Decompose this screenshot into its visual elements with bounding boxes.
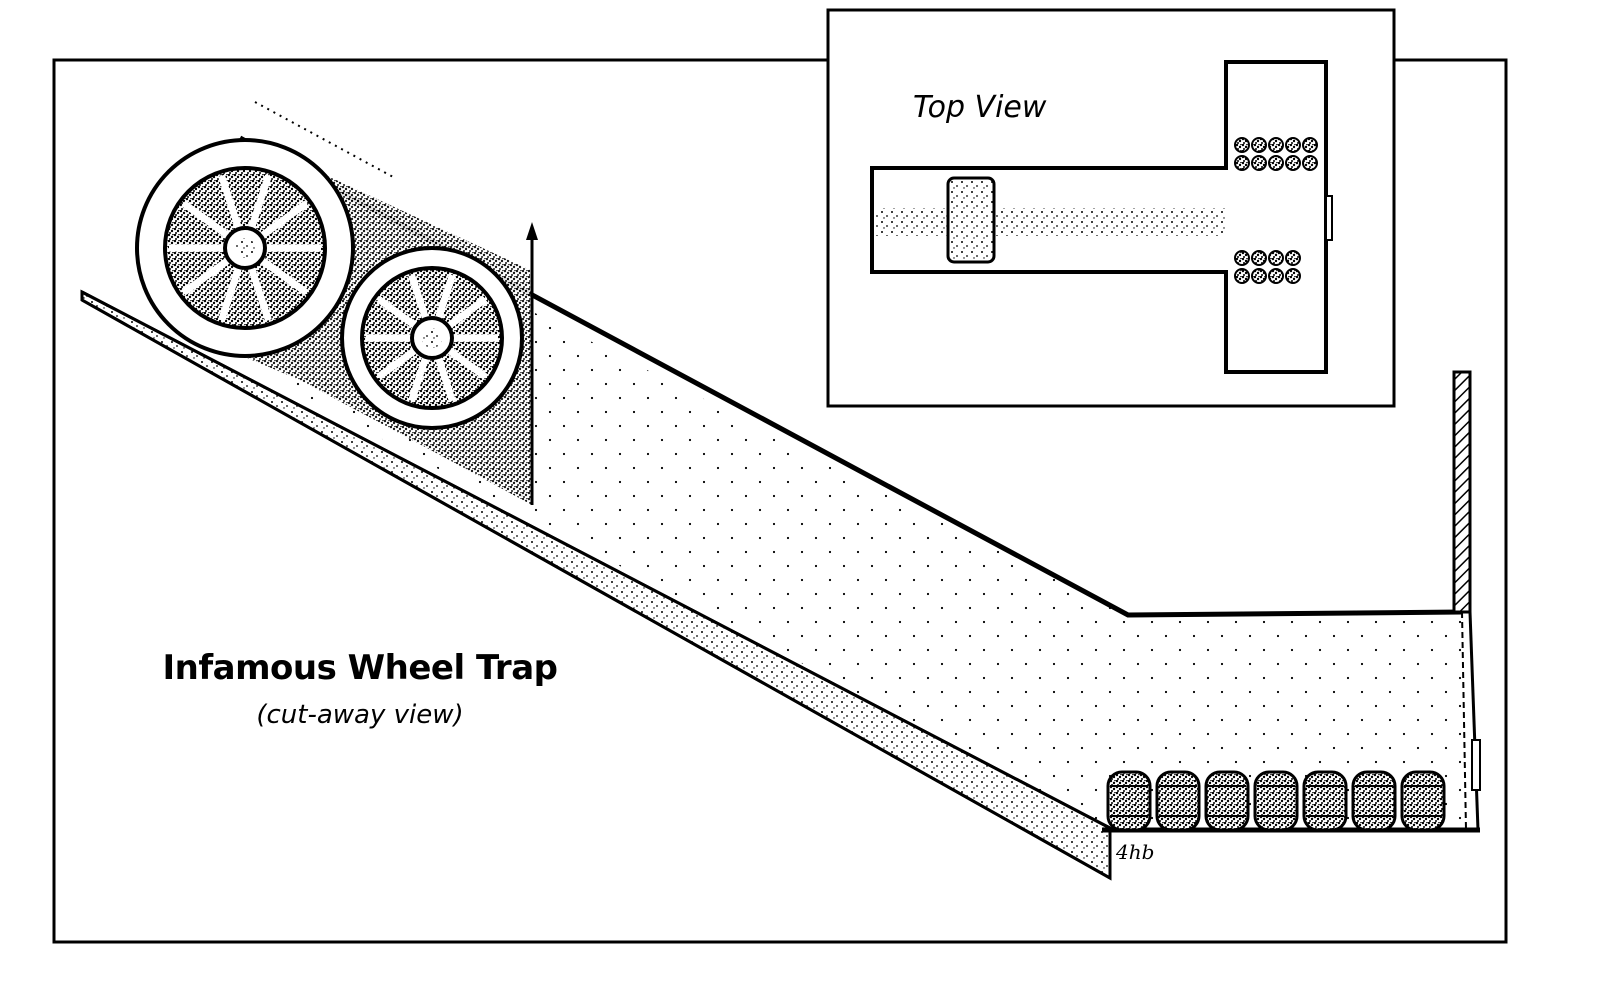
- barrel-icon: [1253, 770, 1299, 832]
- inset-barrel-icon: [1285, 155, 1301, 171]
- wheel-icon: [340, 246, 524, 430]
- barrel-icon: [1106, 770, 1152, 832]
- end-wall-dashed: [1461, 611, 1467, 831]
- inset-barrel-icon: [1234, 155, 1250, 171]
- inset-side-tab: [1325, 195, 1333, 241]
- inset-track: [875, 208, 1225, 236]
- diagram-subtitle: (cut-away view): [256, 700, 464, 730]
- inset-barrel-icon: [1285, 268, 1301, 284]
- inset-barrel-icon: [1251, 268, 1267, 284]
- barrel-icon: [1302, 770, 1348, 832]
- inset-barrel-icon: [1285, 250, 1301, 266]
- end-wall-latch: [1471, 739, 1481, 791]
- inset-barrel-icon: [1302, 155, 1318, 171]
- barrel-icon: [1155, 770, 1201, 832]
- tunnel-ceiling: [238, 135, 1463, 618]
- inset-barrel-icon: [1234, 250, 1250, 266]
- barrel-icon: [1351, 770, 1397, 832]
- inset-barrel-icon: [1251, 137, 1267, 153]
- inset-barrel-icon: [1234, 137, 1250, 153]
- inset-barrel-icon: [1302, 137, 1318, 153]
- end-wall: [1452, 370, 1472, 614]
- floor-top-edge: [81, 290, 1111, 830]
- wheel-icon: [135, 138, 355, 358]
- barrel-icon: [1204, 770, 1250, 832]
- section-arrow-icon: [526, 222, 538, 240]
- inset-barrel-icon: [1285, 137, 1301, 153]
- inset-barrel-icon: [1251, 250, 1267, 266]
- inset-barrel-icon: [1251, 155, 1267, 171]
- inset-title: Top View: [913, 90, 1047, 125]
- diagram-title: Infamous Wheel Trap: [162, 648, 558, 688]
- inset-barrel-icon: [1234, 268, 1250, 284]
- inset-barrel-icon: [1268, 137, 1284, 153]
- inset-barrel-icon: [1268, 155, 1284, 171]
- floor-bottom-edge: [81, 298, 1111, 880]
- artist-signature: 4hb: [1116, 840, 1155, 864]
- inset-barrel-icon: [1268, 250, 1284, 266]
- end-wall-lower: [1468, 611, 1480, 831]
- inset-wheel-block: [946, 176, 996, 264]
- inset-barrel-icon: [1268, 268, 1284, 284]
- barrel-icon: [1400, 770, 1446, 832]
- top-view-inset: [826, 8, 1396, 408]
